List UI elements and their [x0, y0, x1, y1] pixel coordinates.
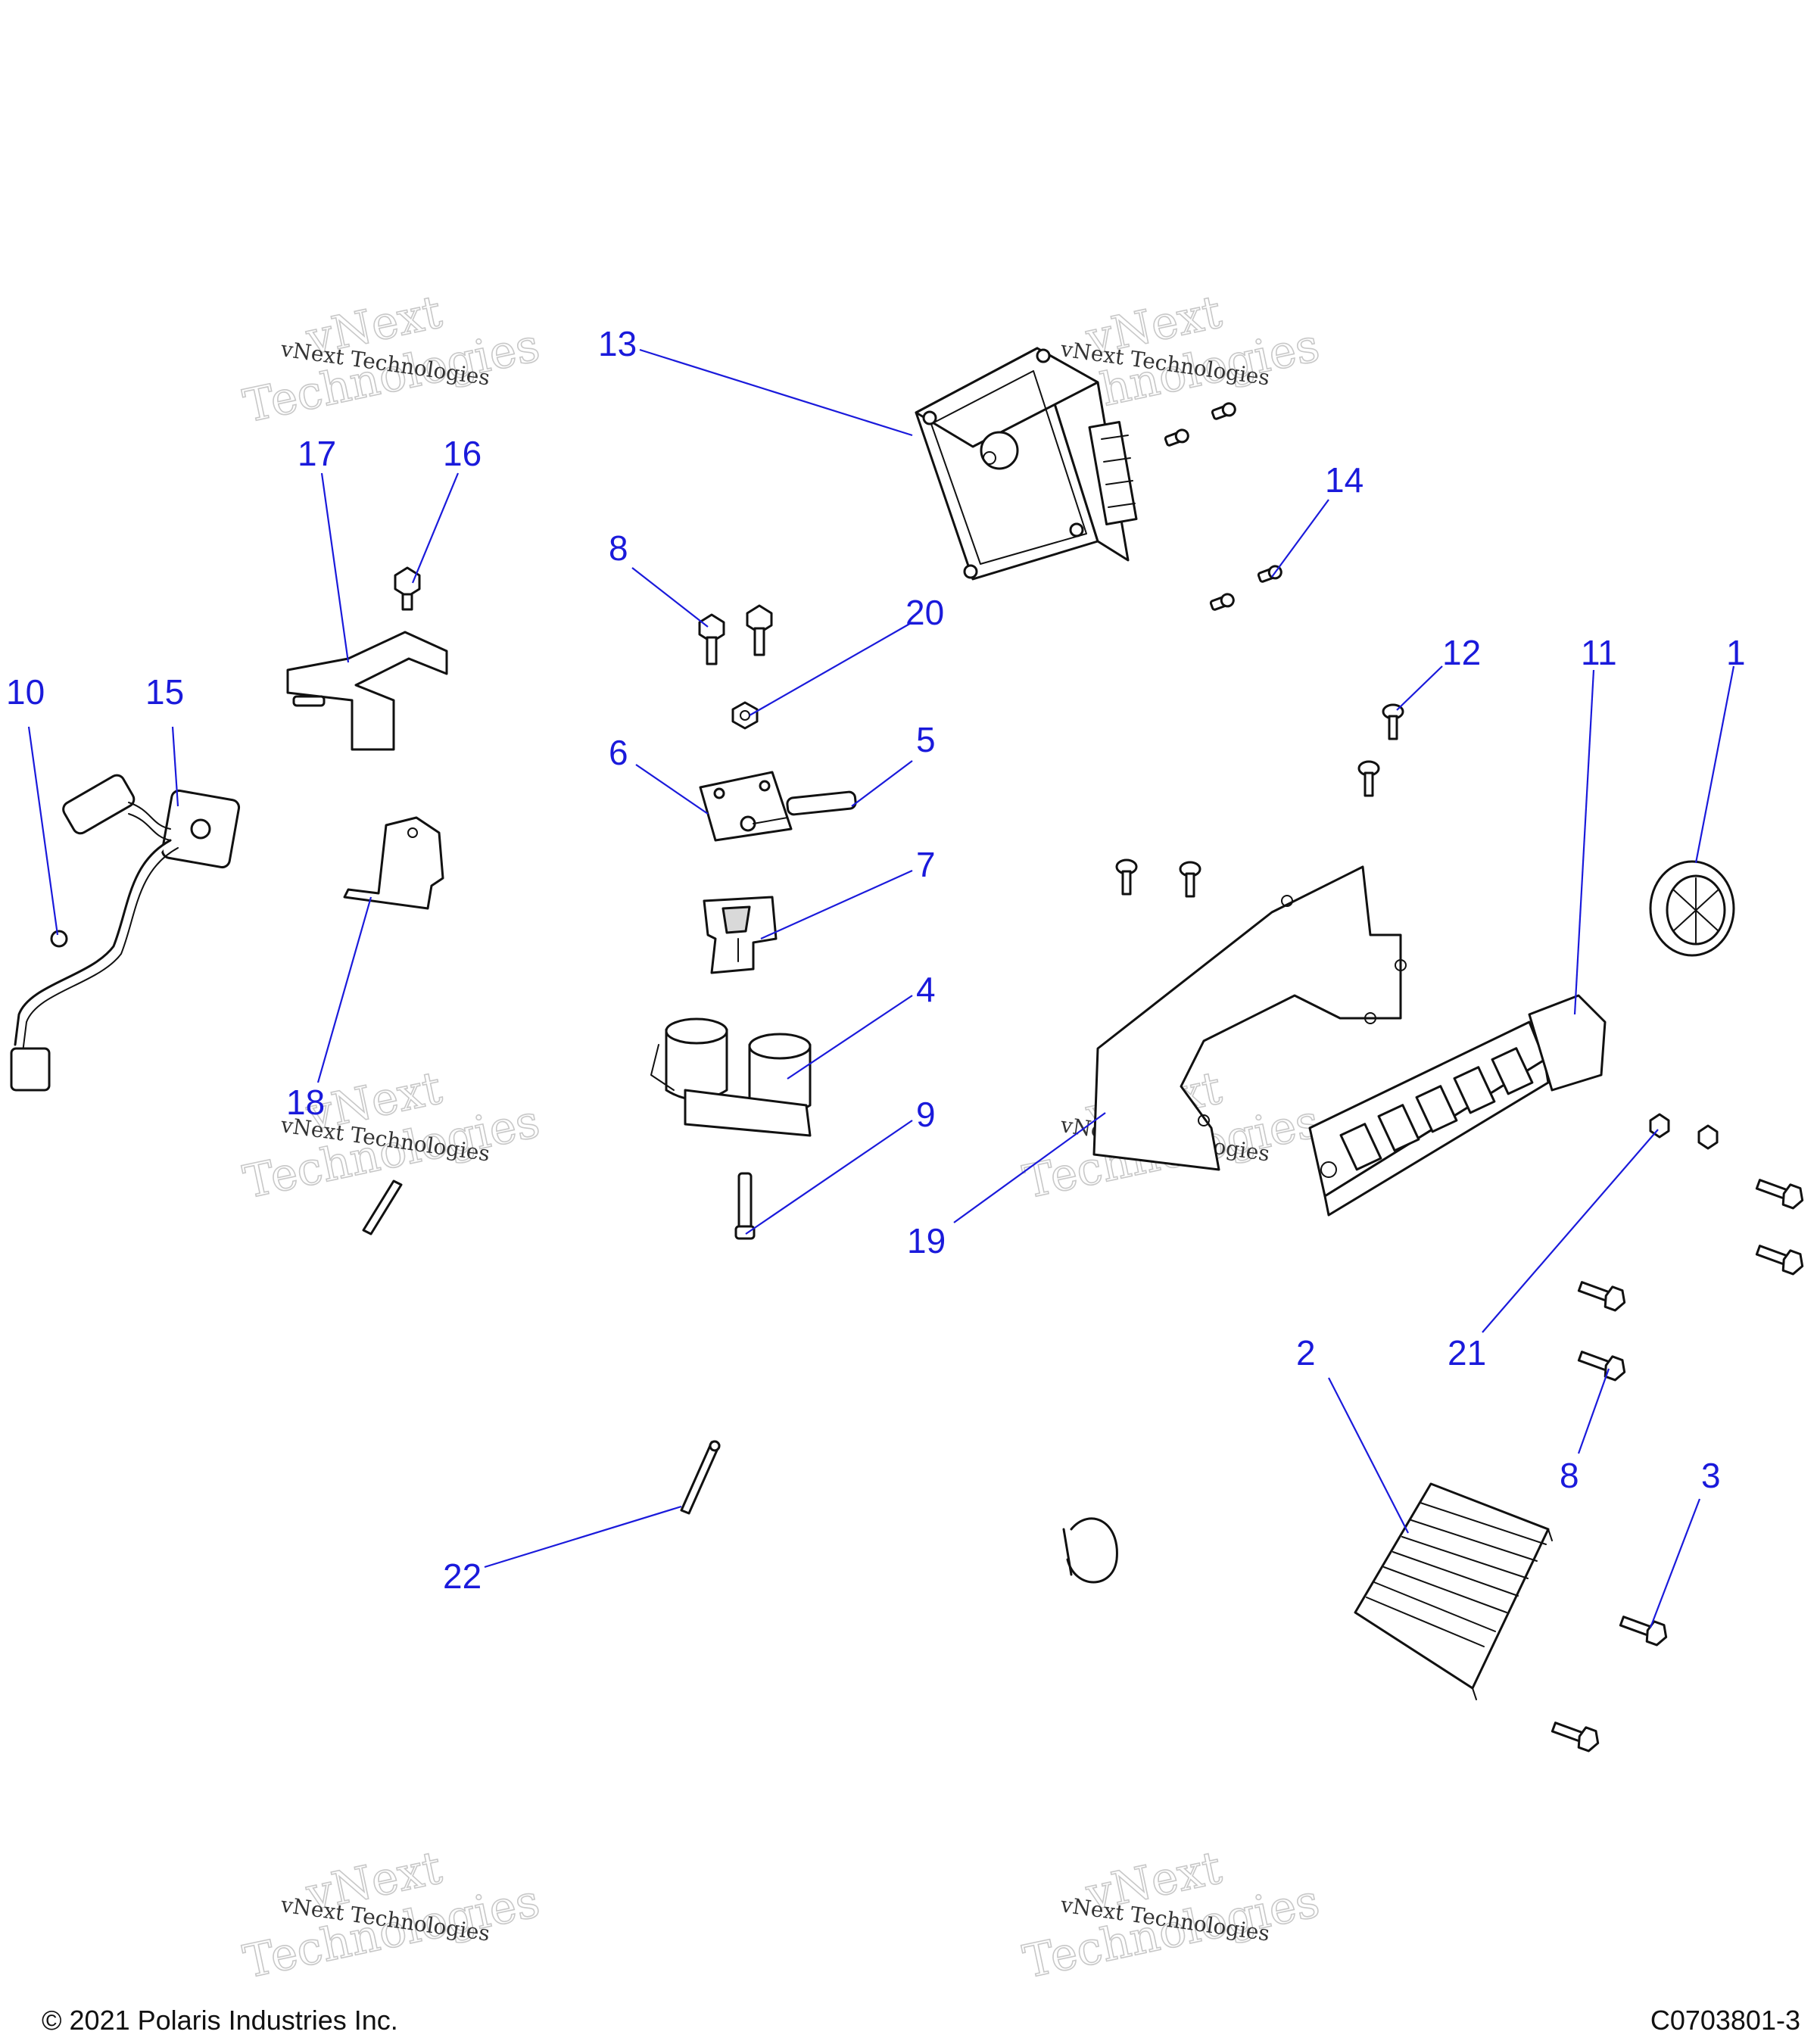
sensor-harness-15-part: [10, 774, 241, 1092]
sensor-bracket-6-part: [699, 771, 793, 842]
bolts-right-part: [1551, 1179, 1804, 1753]
leader-21: [1482, 1129, 1659, 1333]
callout-8-lower: 8: [1560, 1456, 1579, 1495]
drawing-number: C0703801-3: [1650, 2005, 1800, 2036]
leader-5: [851, 760, 913, 807]
callout-6: 6: [609, 733, 628, 772]
leader-12: [1396, 665, 1443, 711]
callout-7: 7: [916, 845, 936, 884]
ignition-coil-4-part: [650, 1017, 812, 1137]
copyright-text: © 2021 Polaris Industries Inc.: [42, 2005, 398, 2036]
bolts-8-upper-part: [698, 604, 773, 665]
loop-clip-part: [1062, 1517, 1118, 1584]
leader-8a: [631, 567, 709, 628]
leader-10: [27, 726, 59, 936]
nut-20-part: [731, 701, 759, 730]
leader-22: [484, 1505, 682, 1569]
callout-10: 10: [6, 672, 45, 712]
nuts-21-part: [1649, 1113, 1719, 1150]
clip-bracket-7-part: [703, 896, 778, 974]
leader-16: [411, 472, 460, 584]
ecu-module-part: [915, 347, 1138, 581]
bolt-16-part: [394, 566, 421, 611]
leader-13: [639, 348, 913, 437]
bolt-9-part: [734, 1172, 756, 1240]
callout-11: 11: [1581, 633, 1617, 672]
callout-3: 3: [1701, 1456, 1721, 1495]
screws-14-part: [1164, 402, 1282, 611]
fuse-block-11-part: [1308, 994, 1607, 1217]
callout-19: 19: [907, 1221, 946, 1260]
callout-labels: 13 14 16 17 8 20 6 5 7 4 9 19 12 11 1 15…: [6, 324, 1746, 1596]
leader-18: [316, 896, 372, 1083]
nut-10-part: [50, 930, 68, 948]
leader-19: [953, 1112, 1106, 1223]
regulator-2-part: [1354, 1482, 1553, 1700]
leader-9: [745, 1120, 913, 1235]
callout-18: 18: [286, 1083, 325, 1122]
leader-8b: [1577, 1368, 1610, 1454]
leader-15: [171, 726, 179, 807]
leader-14: [1271, 499, 1329, 578]
leader-lines: [27, 348, 1735, 1628]
leader-6: [635, 764, 709, 815]
callout-8-upper: 8: [609, 528, 628, 568]
leader-17: [320, 472, 350, 663]
callout-20: 20: [905, 593, 944, 632]
mounting-plate-19-part: [1092, 865, 1407, 1171]
leader-4: [787, 995, 913, 1080]
callout-22: 22: [443, 1556, 482, 1596]
leader-3: [1649, 1498, 1701, 1628]
callout-2: 2: [1296, 1333, 1316, 1373]
leader-7: [760, 869, 913, 940]
leader-20: [749, 622, 913, 716]
grommet-1-part: [1649, 860, 1735, 957]
callout-5: 5: [916, 720, 936, 759]
callout-13: 13: [598, 324, 637, 363]
leader-2: [1328, 1377, 1409, 1534]
bracket-17-part: [286, 631, 448, 751]
callout-1: 1: [1726, 633, 1746, 672]
callout-15: 15: [145, 672, 184, 712]
bracket-18-part: [343, 816, 444, 910]
callout-16: 16: [443, 434, 482, 473]
callout-17: 17: [298, 434, 336, 473]
tie-strap-22-part: [680, 1440, 721, 1515]
leader-1: [1694, 665, 1735, 864]
callout-9: 9: [916, 1095, 936, 1134]
callout-12: 12: [1442, 633, 1481, 672]
cable-tie-part: [362, 1179, 403, 1235]
leader-11: [1573, 669, 1595, 1015]
callout-14: 14: [1325, 460, 1364, 500]
sensor-probe-5-part: [786, 790, 857, 816]
callout-21: 21: [1448, 1333, 1486, 1373]
callout-4: 4: [916, 970, 936, 1009]
